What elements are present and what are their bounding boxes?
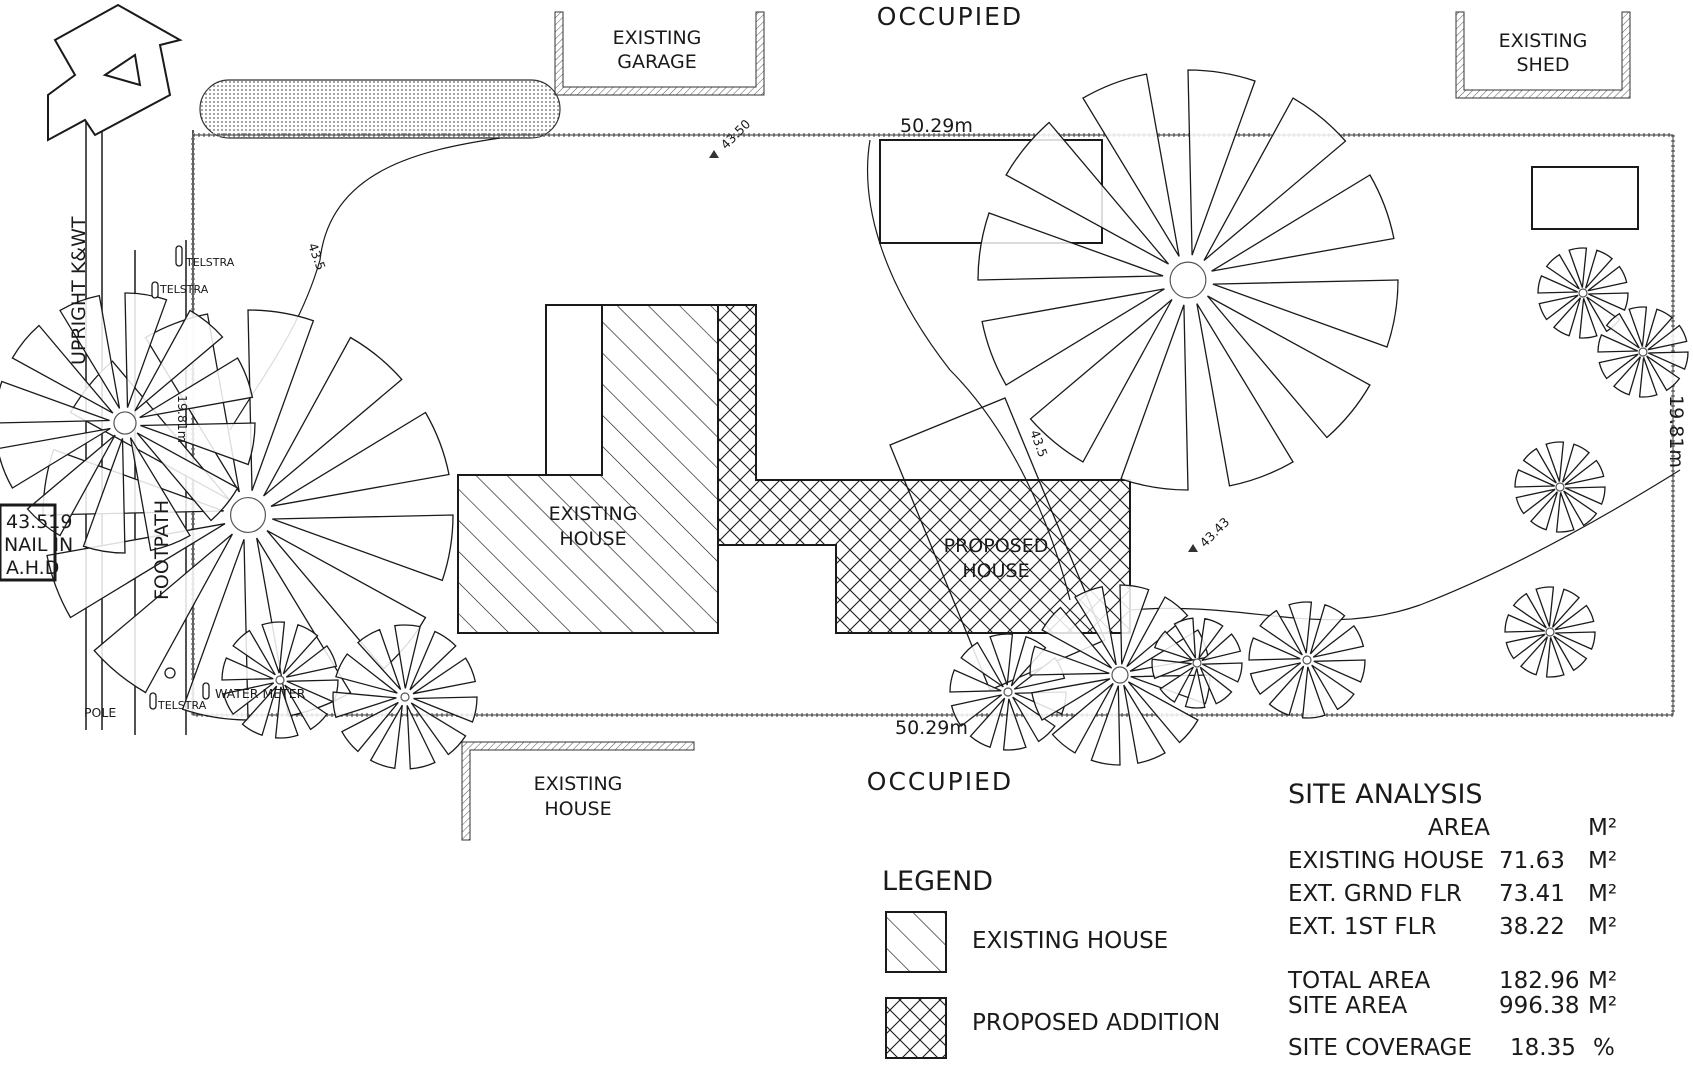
tree-icon	[1248, 601, 1366, 719]
trees	[0, 69, 1689, 770]
tree-icon	[1029, 584, 1211, 766]
occupied-top-label: OCCUPIED	[877, 2, 1023, 31]
telstra-label: TELSTRA	[157, 699, 207, 712]
proposed-addition-footprint	[717, 304, 1131, 634]
row-label: EXT. GRND FLR	[1288, 881, 1462, 907]
footpath-label: FOOTPATH	[151, 500, 173, 600]
svg-text:GARAGE: GARAGE	[617, 51, 697, 73]
tree-icon	[1504, 586, 1596, 678]
row-unit: M²	[1588, 993, 1617, 1019]
svg-text:NAIL IN: NAIL IN	[4, 534, 73, 556]
telstra-label: TELSTRA	[185, 256, 235, 269]
legend-title: LEGEND	[882, 866, 993, 897]
site-analysis-table: SITE ANALYSIS AREA M² EXISTING HOUSE 71.…	[1287, 779, 1617, 1061]
existing-house-footprint	[457, 304, 719, 634]
left-dimension: 19.81m	[175, 395, 190, 443]
occupied-bottom-label: OCCUPIED	[867, 767, 1013, 796]
legend-label-proposed: PROPOSED ADDITION	[972, 1010, 1220, 1036]
existing-garage-label: EXISTING	[613, 27, 702, 49]
street-label: UPRIGHT K&WT	[68, 216, 90, 365]
site-analysis-header-unit: M²	[1588, 815, 1617, 841]
existing-shed-label: EXISTING	[1499, 30, 1588, 52]
legend-swatch-existing	[885, 911, 947, 973]
row-value: 18.35	[1510, 1035, 1576, 1061]
row-value: 996.38	[1499, 993, 1579, 1019]
proposed-house-label: PROPOSED	[944, 535, 1049, 557]
neighbour-house-label: EXISTING	[534, 773, 623, 795]
row-unit: M²	[1588, 848, 1617, 874]
tree-icon	[949, 633, 1067, 751]
svg-text:HOUSE: HOUSE	[544, 798, 611, 820]
site-analysis-header-area: AREA	[1428, 815, 1490, 841]
svg-text:HOUSE: HOUSE	[962, 560, 1029, 582]
telstra-label: TELSTRA	[159, 283, 209, 296]
svg-text:SHED: SHED	[1517, 54, 1570, 76]
datum-label: 43.519	[6, 511, 72, 533]
existing-shed-walls	[1455, 11, 1631, 99]
row-label: EXT. 1ST FLR	[1288, 914, 1436, 940]
svg-text:HOUSE: HOUSE	[559, 528, 626, 550]
existing-house-label: EXISTING	[549, 503, 638, 525]
spot-level-icon	[709, 150, 719, 158]
tree-icon	[1597, 306, 1689, 398]
legend-label-existing: EXISTING HOUSE	[972, 928, 1168, 954]
tree-icon	[1514, 441, 1606, 533]
north-arrow-icon	[47, 3, 183, 142]
row-unit: %	[1593, 1035, 1615, 1061]
row-value: 38.22	[1499, 914, 1565, 940]
svg-text:A.H.D: A.H.D	[6, 557, 59, 579]
tree-icon	[332, 624, 478, 770]
tree-icon	[1151, 617, 1243, 709]
site-analysis-title: SITE ANALYSIS	[1288, 779, 1483, 810]
row-label: EXISTING HOUSE	[1288, 848, 1484, 874]
tree-icon	[0, 292, 256, 554]
contour-level-left: 43.5	[305, 241, 329, 272]
row-label: SITE AREA	[1288, 993, 1408, 1019]
spot-level-right: 43.43	[1197, 514, 1233, 550]
row-value: 73.41	[1499, 881, 1565, 907]
bottom-dimension: 50.29m	[895, 717, 968, 739]
row-label: SITE COVERAGE	[1288, 1035, 1472, 1061]
water-meter-label: WATER METER	[215, 686, 306, 701]
service-pits	[149, 245, 210, 710]
spot-level-icon	[1188, 544, 1198, 552]
hedge	[199, 79, 561, 139]
row-value: 71.63	[1499, 848, 1565, 874]
tree-icon	[221, 621, 339, 739]
legend-swatch-proposed	[885, 997, 947, 1059]
top-dimension: 50.29m	[900, 115, 973, 137]
existing-outbuilding-right	[1531, 166, 1639, 230]
row-label: TOTAL AREA	[1287, 968, 1431, 994]
datum-box	[0, 503, 57, 582]
row-unit: M²	[1588, 914, 1617, 940]
row-unit: M²	[1588, 968, 1617, 994]
tree-icon	[977, 69, 1399, 491]
right-dimension: 19.81m	[1665, 395, 1687, 468]
row-unit: M²	[1588, 881, 1617, 907]
existing-garage-walls	[554, 11, 765, 96]
legend: LEGEND EXISTING HOUSE PROPOSED ADDITION	[882, 866, 1220, 1059]
pole-label: POLE	[84, 705, 116, 720]
row-value: 182.96	[1499, 968, 1579, 994]
